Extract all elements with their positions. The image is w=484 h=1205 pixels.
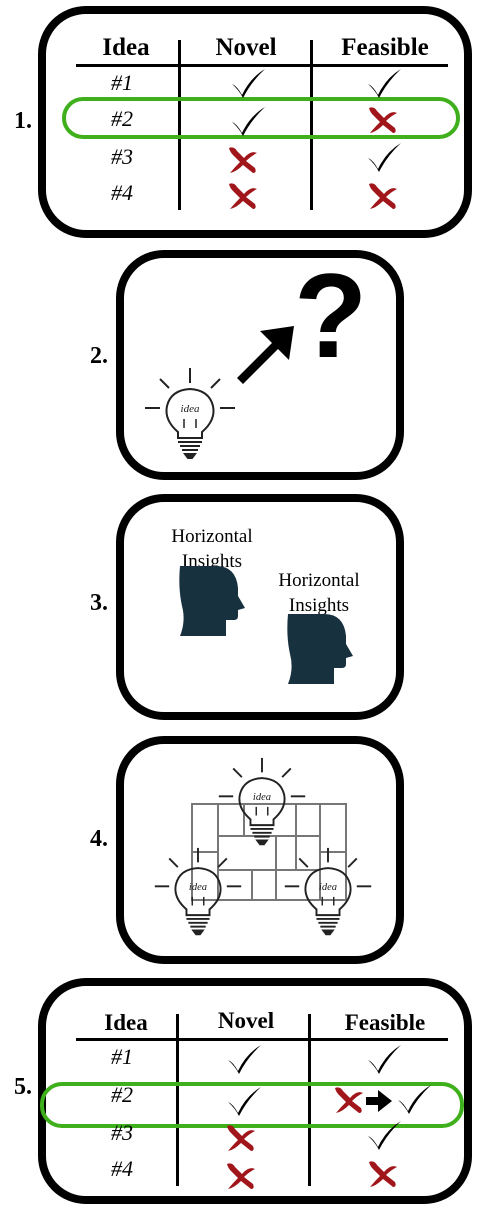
insight-text: Horizontal Insights [278, 570, 360, 616]
idea-label: #2 [111, 1082, 133, 1107]
check-icon [224, 1042, 264, 1076]
table-column-divider [176, 1014, 179, 1186]
step-number: 2. [90, 343, 108, 369]
highlight-row-outline [40, 1082, 464, 1128]
table-column-divider [310, 40, 313, 210]
column-header-novel: Novel [215, 34, 277, 61]
column-header-idea: Idea [102, 34, 150, 61]
cross-icon [364, 102, 404, 136]
cross-icon [222, 1120, 262, 1154]
head-silhouette-icon [176, 566, 246, 636]
panel-4 [116, 736, 404, 964]
lightbulb-icon [150, 846, 246, 942]
step-number: 5. [14, 1074, 32, 1100]
idea-label: #1 [111, 70, 133, 95]
arrow-right-icon [366, 1090, 392, 1112]
head-silhouette-icon [284, 614, 354, 684]
check-icon [394, 1082, 434, 1116]
cross-icon [222, 1158, 262, 1192]
check-icon [364, 140, 404, 174]
idea-label: #3 [111, 1120, 133, 1145]
idea-label: #4 [111, 1156, 133, 1181]
table-header-rule [76, 64, 448, 67]
cross-icon [364, 178, 404, 212]
table-column-divider [308, 1014, 311, 1186]
step-number: 4. [90, 826, 108, 852]
check-icon [364, 1118, 404, 1152]
column-header-feasible: Feasible [344, 1010, 426, 1035]
highlight-row-outline [62, 97, 460, 139]
check-icon [228, 66, 268, 100]
check-icon [364, 66, 404, 100]
cross-icon [364, 1156, 404, 1190]
lightbulb-icon [280, 846, 376, 942]
cross-icon [224, 142, 264, 176]
cross-icon [224, 178, 264, 212]
idea-label: #3 [111, 144, 133, 169]
question-mark-icon: ? [294, 249, 368, 383]
column-header-novel: Novel [217, 1008, 275, 1033]
check-icon [364, 1042, 404, 1076]
table-header-rule [76, 1038, 448, 1041]
arrow-icon [237, 326, 294, 384]
idea-label: #2 [111, 106, 133, 131]
idea-label: #4 [111, 180, 133, 205]
lightbulb-icon [140, 366, 240, 466]
idea-label: #1 [111, 1044, 133, 1069]
table-column-divider [178, 40, 181, 210]
step-number: 1. [14, 108, 32, 134]
panel-3 [116, 494, 404, 720]
step-number: 3. [90, 590, 108, 616]
cross-icon [330, 1082, 370, 1116]
column-header-feasible: Feasible [341, 34, 429, 61]
panel-1 [38, 6, 472, 238]
column-header-idea: Idea [104, 1010, 148, 1035]
lightbulb-icon [214, 756, 310, 852]
check-icon [224, 1084, 264, 1118]
panel-5 [38, 978, 472, 1204]
check-icon [228, 104, 268, 138]
